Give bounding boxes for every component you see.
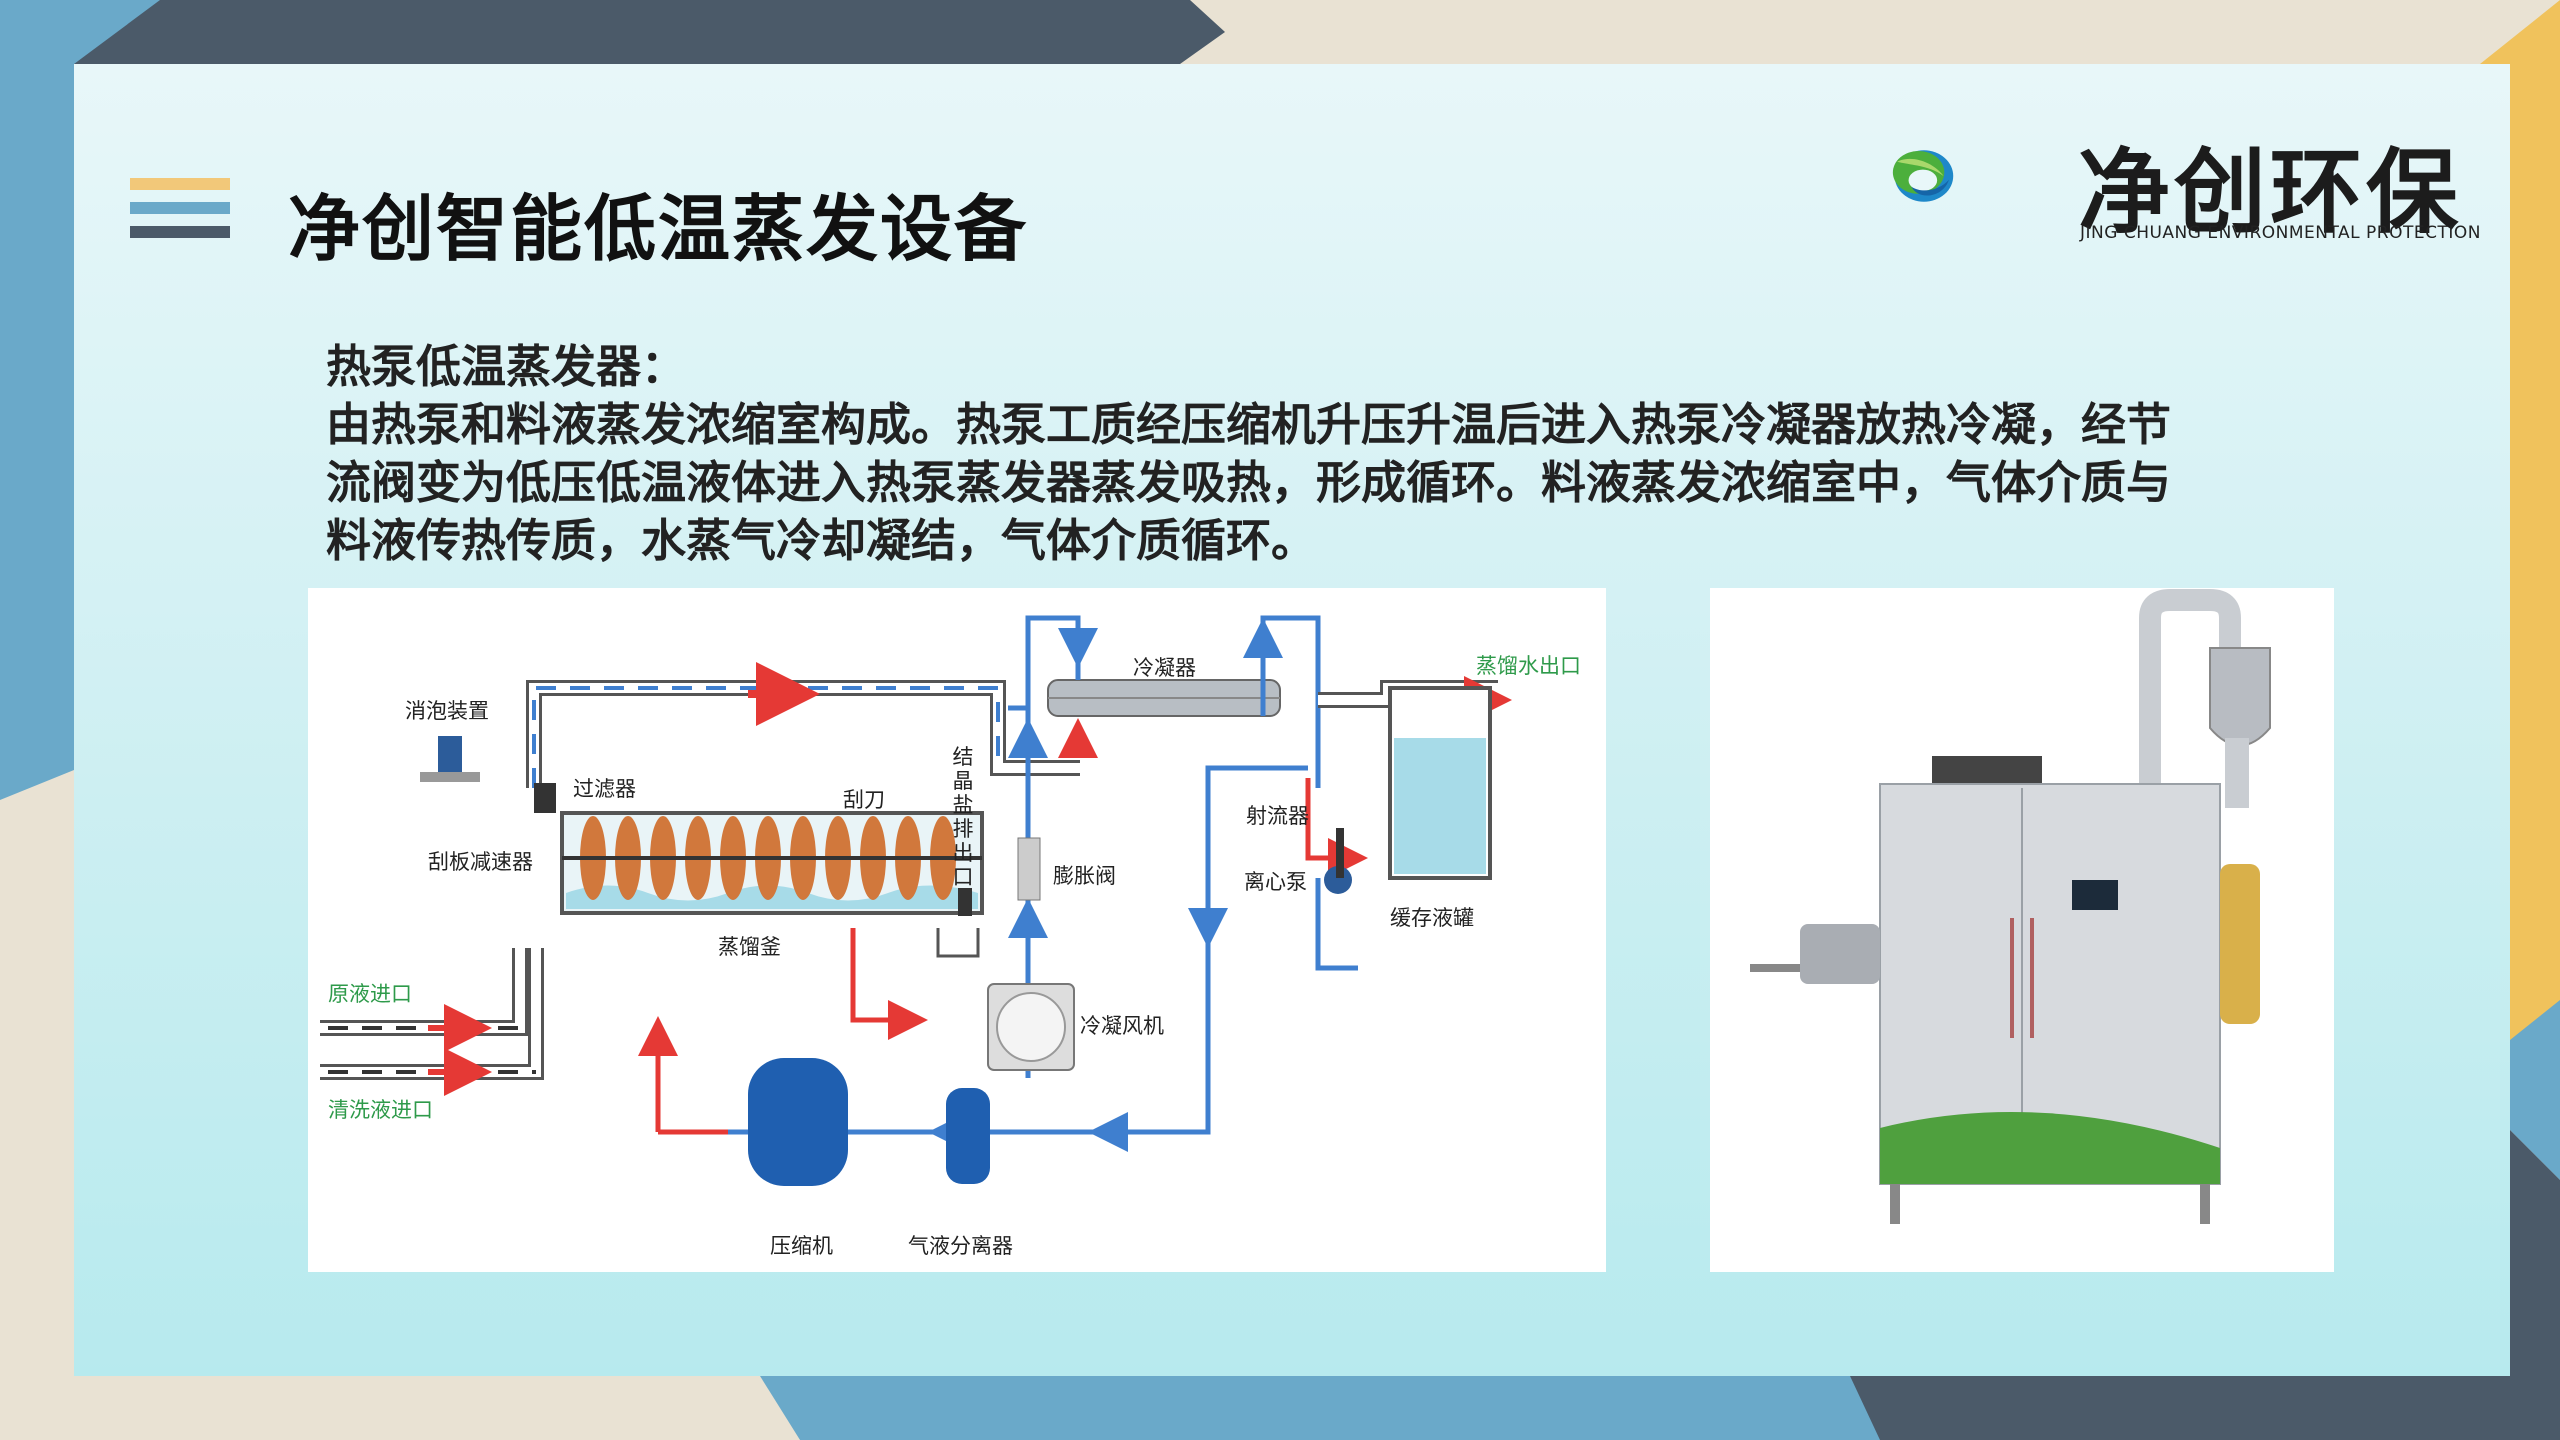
evaporator-machine-image	[1750, 589, 2271, 1224]
label-crystal-outlet: 结晶盐排出口	[952, 745, 974, 889]
brand-logo-subtitle: JING CHUANG ENVIRONMENTAL PROTECTION	[2080, 223, 2481, 243]
label-separator: 气液分离器	[908, 1234, 1013, 1258]
description-heading: 热泵低温蒸发器：	[326, 340, 687, 393]
label-filter: 过滤器	[573, 777, 636, 801]
label-expansion-valve: 膨胀阀	[1053, 864, 1116, 888]
brand-logo-icon	[1892, 150, 1954, 202]
accent-bar-yellow	[130, 178, 230, 190]
accent-bar-dark	[130, 226, 230, 238]
label-wash-inlet: 清洗液进口	[328, 1098, 433, 1122]
description-line: 流阀变为低压低温液体进入热泵蒸发器蒸发吸热，形成循环。料液蒸发浓缩室中，气体介质…	[326, 456, 2172, 509]
label-condenser: 冷凝器	[1133, 656, 1196, 680]
equipment-photo	[1710, 588, 2334, 1272]
label-scraper: 刮刀	[843, 788, 885, 812]
brand-logo-text: 净创环保	[2078, 139, 2463, 246]
label-distilled-outlet: 蒸馏水出口	[1476, 654, 1581, 678]
process-diagram-graphic	[320, 615, 1512, 1186]
description-block: 热泵低温蒸发器： 由热泵和料液蒸发浓缩室构成。热泵工质经压缩机升压升温后进入热泵…	[326, 338, 2326, 570]
label-reducer: 刮板减速器	[428, 850, 533, 874]
label-buffer-tank: 缓存液罐	[1390, 906, 1474, 930]
description-line: 料液传热传质，水蒸气冷却凝结，气体介质循环。	[326, 514, 1317, 567]
page-title: 净创智能低温蒸发设备	[288, 187, 1029, 271]
label-compressor: 压缩机	[770, 1234, 833, 1258]
label-defoamer: 消泡装置	[405, 699, 489, 723]
description-line: 由热泵和料液蒸发浓缩室构成。热泵工质经压缩机升压升温后进入热泵冷凝器放热冷凝，经…	[326, 398, 2172, 451]
label-centrifugal-pump: 离心泵	[1244, 870, 1307, 894]
label-ejector: 射流器	[1246, 804, 1309, 828]
process-diagram: 消泡装置 过滤器 刮刀 刮板减速器 蒸馏釜 结晶盐排出口 膨胀阀 冷凝器 射流器…	[308, 588, 1606, 1272]
label-feed-inlet: 原液进口	[328, 982, 412, 1006]
title-accent-bars	[130, 178, 230, 248]
label-still: 蒸馏釜	[718, 935, 781, 959]
label-condenser-fan: 冷凝风机	[1080, 1014, 1164, 1038]
accent-bar-blue	[130, 202, 230, 214]
